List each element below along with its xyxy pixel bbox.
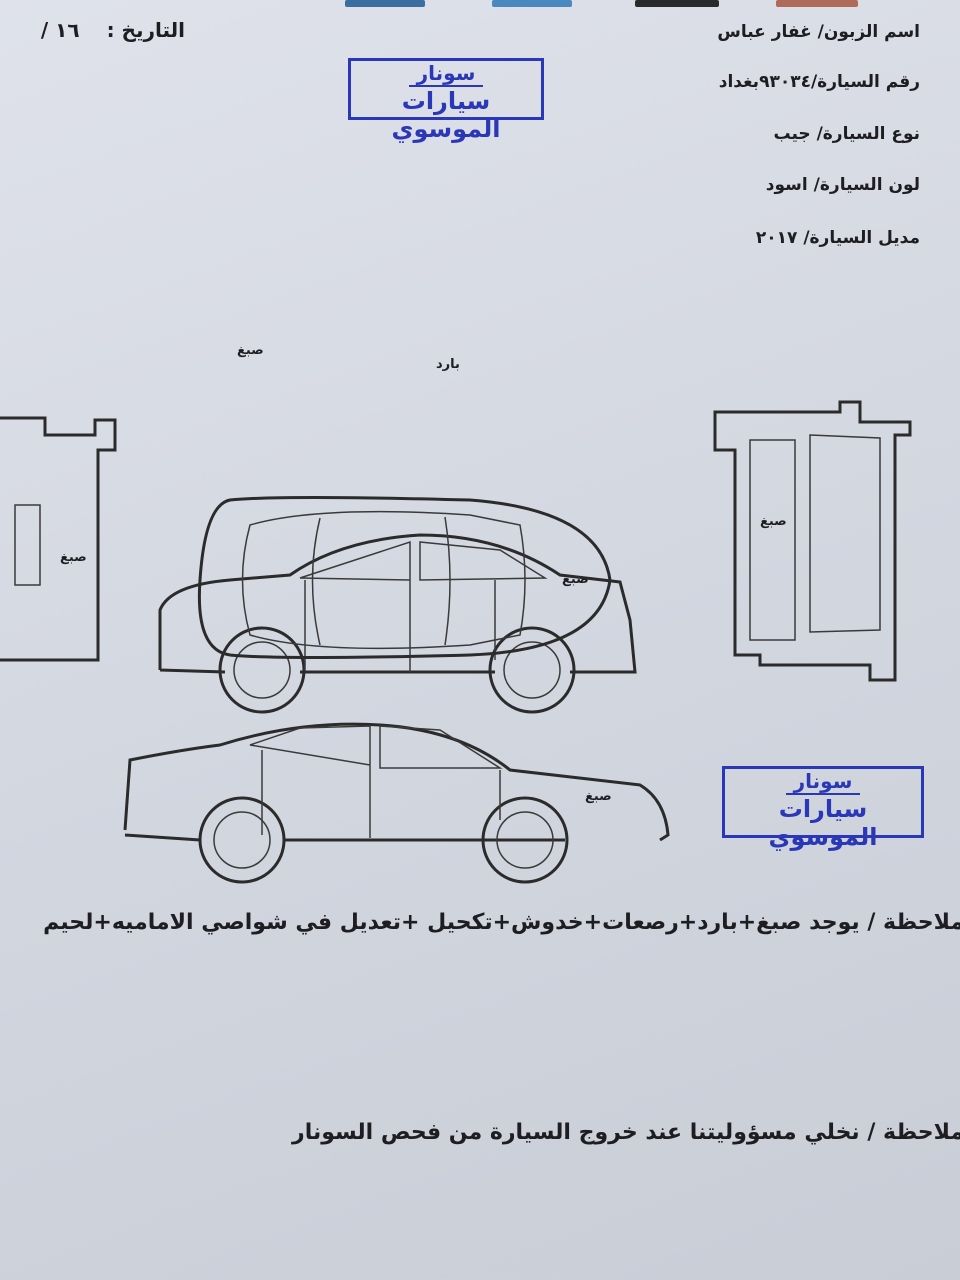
date-label: التاريخ : [106, 18, 185, 42]
car-side-view-top [158, 533, 637, 714]
color-bar [635, 0, 719, 7]
mark-top-view: صبغ [562, 572, 589, 587]
stamp-top: سونار سيارات الموسوي [348, 58, 544, 143]
note-damage: ملاحظة / يوجد صبغ+بارد+رصعات+خدوش+تكحيل … [43, 910, 960, 935]
field-model: مديل السيارة/ ٢٠١٧ [755, 228, 920, 248]
mark-front-view: صبغ [60, 550, 87, 565]
stamp-line2: سيارات الموسوي [391, 87, 501, 143]
field-color: لون السيارة/ اسود [765, 175, 920, 195]
color-bar [492, 0, 572, 7]
date: التاريخ : ١٦ / [0, 18, 185, 42]
mark-side-bottom: صبغ [585, 789, 612, 804]
stamp-bottom: سونار سيارات الموسوي [722, 766, 924, 851]
field-type: نوع السيارة/ جيب [773, 124, 920, 144]
field-customer: اسم الزبون/ غفار عباس [717, 22, 920, 42]
color-bar [345, 0, 425, 7]
mark-rear-view: صبغ [760, 514, 787, 529]
note-disclaimer: ملاحظة / نخلي مسؤوليتنا عند خروج السيارة… [292, 1120, 960, 1145]
car-front-view [0, 416, 117, 662]
color-bar [776, 0, 858, 7]
car-top-view [197, 496, 612, 659]
car-side-view-bottom [123, 722, 670, 884]
field-plate: رقم السيارة/٩٣٠٣٤بغداد [718, 72, 920, 92]
stamp-line1: سونار [785, 769, 861, 795]
car-diagrams [0, 400, 912, 884]
mark-side-top-front: صبغ [237, 343, 264, 358]
mark-side-top-door: بارد [436, 357, 460, 372]
stamp-line2: سيارات الموسوي [768, 795, 878, 851]
car-rear-view [713, 400, 912, 682]
stamp-line1: سونار [408, 61, 484, 87]
date-value: ١٦ / [40, 18, 80, 42]
